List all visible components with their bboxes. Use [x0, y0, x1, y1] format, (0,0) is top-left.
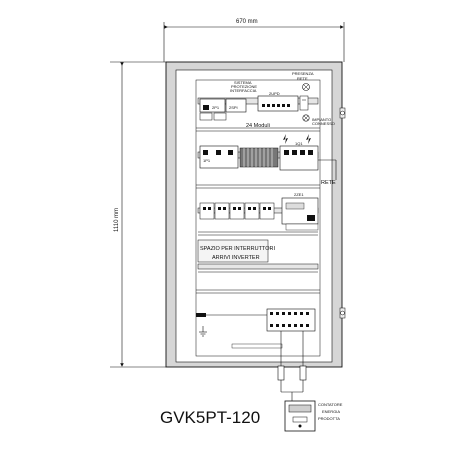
- sistema-label-3: INTERFACCIA: [230, 88, 257, 93]
- meter-code-label: 2ZE1: [294, 192, 304, 197]
- spazio-box: [197, 239, 269, 263]
- height-dimension: 1110 mm: [110, 61, 166, 368]
- breaker-a-label: 2P1: [212, 105, 220, 110]
- meter-label-3: PRODOTTA: [318, 416, 340, 421]
- modules-label: 24 Moduli: [246, 123, 270, 129]
- hinges: [339, 107, 346, 319]
- spazio-label-1: SPAZIO PER INTERRUTTORI: [200, 246, 275, 252]
- row-1-protection: PRESENZA RETE SISTEMA PROTEZIONE INTERFA…: [197, 71, 335, 129]
- group-1p-label: 1P1: [203, 158, 211, 163]
- presenza-label-2: RETE: [297, 76, 308, 81]
- row-3-inverter-space: 2ZE1 SPAZIO PER INTERRUTTORI ARRIVI INVE…: [197, 192, 319, 273]
- breaker-b-label: 2SPI: [229, 105, 238, 110]
- cable-duct: [239, 147, 279, 168]
- ground-icon: [199, 326, 207, 337]
- cable-connections: [277, 331, 307, 401]
- rete-label: RETE: [321, 180, 336, 186]
- spazio-label-2: ARRIVI INVERTER: [212, 255, 260, 261]
- width-label: 670 mm: [236, 19, 258, 25]
- sistema-label-2: PROTEZIONE: [231, 84, 257, 89]
- external-energy-meter: CONTATORE ENERGIA PRODOTTA: [284, 400, 343, 432]
- breaker-block-b: [225, 98, 247, 113]
- height-label: 1110 mm: [114, 208, 120, 232]
- sistema-code: 2UPD: [269, 91, 280, 96]
- presenza-label-1: PRESENZA: [292, 71, 314, 76]
- lamp-icon: [302, 83, 310, 91]
- row-2-main-switches: 1P1 1Q1 RETE: [197, 134, 337, 186]
- width-dimension: 670 mm: [163, 19, 345, 62]
- protection-relay: [257, 95, 299, 112]
- sistema-label-1: SISTEMA: [234, 80, 252, 85]
- breaker-4p: [279, 145, 319, 171]
- impianto-label-1: IMPIANTO: [312, 117, 331, 122]
- model-code: GVK5PT-120: [160, 408, 260, 427]
- group-4p-label: 1Q1: [295, 141, 303, 146]
- impianto-label-2: CONNESSO: [312, 121, 335, 126]
- row-4-terminals: [196, 308, 316, 349]
- meter-label-2: ENERGIA: [322, 409, 340, 414]
- meter-label-1: CONTATORE: [318, 402, 343, 407]
- lamp-icon-2: [302, 114, 310, 122]
- row-dividers: [196, 127, 320, 294]
